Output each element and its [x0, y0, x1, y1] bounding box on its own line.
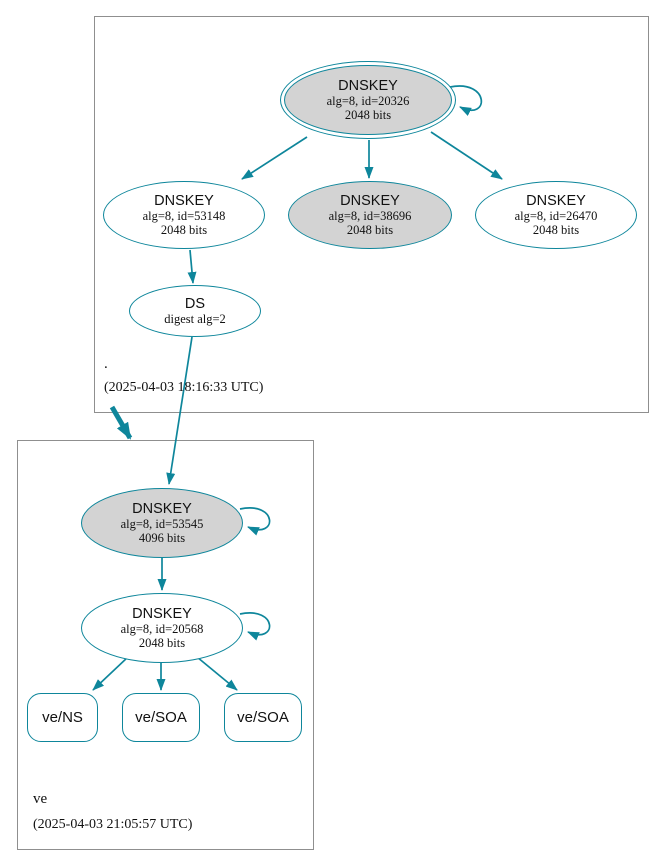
rrset-label: ve/NS — [42, 709, 83, 726]
node-title: DNSKEY — [154, 192, 214, 209]
node-detail: alg=8, id=20568 — [120, 622, 204, 637]
node-detail: 2048 bits — [532, 223, 580, 238]
node-detail: 4096 bits — [138, 531, 186, 546]
node-detail: alg=8, id=20326 — [326, 94, 410, 109]
ds-node: DS digest alg=2 — [129, 285, 261, 337]
node-detail: 2048 bits — [160, 223, 208, 238]
zone-name-ve-label: ve — [33, 791, 48, 807]
node-detail: 2048 bits — [344, 108, 392, 123]
node-title: DNSKEY — [338, 77, 398, 94]
zone-timestamp-ve-label: (2025-04-03 21:05:57 UTC) — [33, 817, 193, 832]
dnskey-53148-node: DNSKEY alg=8, id=53148 2048 bits — [103, 181, 265, 249]
dnskey-53545-node: DNSKEY alg=8, id=53545 4096 bits — [81, 488, 243, 558]
rrset-label: ve/SOA — [135, 709, 187, 726]
zone-name-root-label: . — [104, 356, 108, 372]
node-title: DNSKEY — [340, 192, 400, 209]
dnskey-26470-node: DNSKEY alg=8, id=26470 2048 bits — [475, 181, 637, 249]
node-detail: alg=8, id=53545 — [120, 517, 204, 532]
node-detail: alg=8, id=26470 — [514, 209, 598, 224]
rrset-ve-ns-node: ve/NS — [27, 693, 98, 742]
dnskey-20326-ksk-node: DNSKEY alg=8, id=20326 2048 bits — [280, 61, 456, 139]
rrset-label: ve/SOA — [237, 709, 289, 726]
zone-timestamp-root-label: (2025-04-03 18:16:33 UTC) — [104, 380, 264, 395]
dnskey-20568-node: DNSKEY alg=8, id=20568 2048 bits — [81, 593, 243, 663]
node-detail: 2048 bits — [346, 223, 394, 238]
node-detail: alg=8, id=53148 — [142, 209, 226, 224]
node-title: DNSKEY — [132, 500, 192, 517]
node-title: DNSKEY — [132, 605, 192, 622]
rrset-ve-soa-node-2: ve/SOA — [224, 693, 302, 742]
node-detail: digest alg=2 — [164, 312, 226, 327]
node-title: DS — [184, 295, 206, 312]
dnskey-20326-inner-ring: DNSKEY alg=8, id=20326 2048 bits — [284, 65, 452, 135]
zone-box-root — [94, 16, 649, 413]
dnskey-38696-node: DNSKEY alg=8, id=38696 2048 bits — [288, 181, 452, 249]
node-detail: 2048 bits — [138, 636, 186, 651]
node-title: DNSKEY — [526, 192, 586, 209]
zone-box-ve — [17, 440, 314, 850]
node-detail: alg=8, id=38696 — [328, 209, 412, 224]
rrset-ve-soa-node: ve/SOA — [122, 693, 200, 742]
